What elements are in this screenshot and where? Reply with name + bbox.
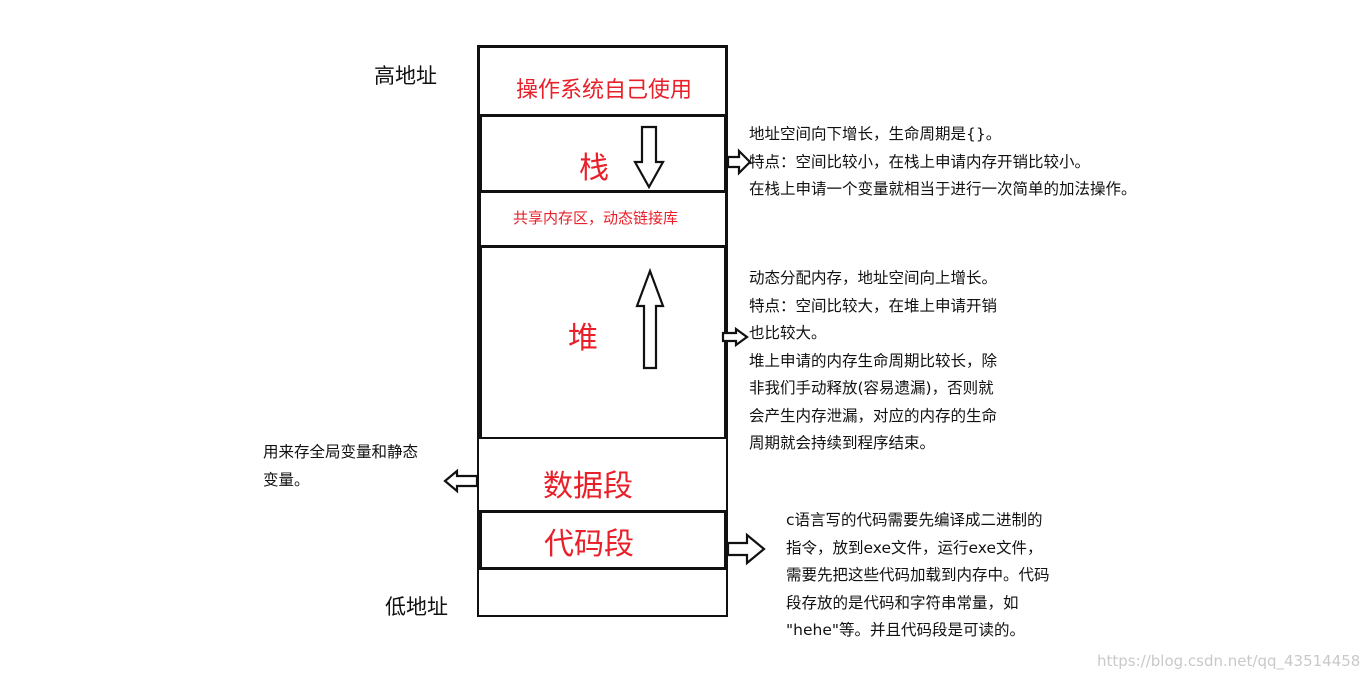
high-address-label: 高地址 [374, 64, 437, 88]
note-line: 需要先把这些代码加载到内存中。代码 [786, 566, 1050, 584]
code-segment-label: 代码段 [544, 527, 634, 562]
os-segment: 操作系统自己使用 [477, 45, 728, 117]
note-line: 用来存全局变量和静态 [263, 443, 419, 461]
note-line: 段存放的是代码和字符串常量，如 [786, 593, 1019, 612]
data-segment: 数据段 [477, 437, 728, 513]
note-line: 也比较大。 [749, 324, 827, 342]
note-line: 堆上申请的内存生命周期比较长，除 [749, 351, 998, 370]
os-segment-label: 操作系统自己使用 [516, 78, 693, 103]
data-segment-label: 数据段 [543, 469, 633, 504]
stack-segment-label: 栈 [579, 151, 609, 186]
heap-segment: 堆 [479, 245, 727, 440]
heap-note-right-arrow-icon [721, 326, 749, 348]
stack-note: 地址空间向下增长，生命周期是{}。 特点：空间比较小，在栈上申请内存开销比较小。… [749, 121, 1137, 204]
shared-memory-segment: 共享内存区，动态链接库 [479, 191, 727, 247]
note-line: "hehe"等。并且代码段是可读的。 [786, 621, 1025, 639]
low-empty-segment [477, 568, 728, 617]
stack-growth-down-arrow-icon [633, 125, 665, 190]
note-line: 动态分配内存，地址空间向上增长。 [749, 269, 998, 287]
code-note: c语言写的代码需要先编译成二进制的 指令，放到exe文件，运行exe文件， 需要… [786, 507, 1050, 645]
shared-memory-segment-label: 共享内存区，动态链接库 [513, 209, 679, 227]
data-note: 用来存全局变量和静态 变量。 [263, 439, 418, 494]
heap-segment-label: 堆 [568, 321, 598, 356]
data-note-left-arrow-icon [443, 468, 479, 494]
note-line: c语言写的代码需要先编译成二进制的 [786, 511, 1043, 529]
watermark: https://blog.csdn.net/qq_43514458 [1097, 652, 1360, 670]
note-line: 会产生内存泄漏，对应的内存的生命 [749, 406, 998, 425]
low-address-label: 低地址 [385, 595, 448, 619]
note-line: 指令，放到exe文件，运行exe文件， [786, 538, 1043, 557]
note-line: 在栈上申请一个变量就相当于进行一次简单的加法操作。 [749, 180, 1137, 198]
stack-segment: 栈 [479, 114, 727, 193]
code-segment: 代码段 [479, 510, 727, 570]
note-line: 特点：空间比较小，在栈上申请内存开销比较小。 [749, 152, 1091, 171]
note-line: 非我们手动释放(容易遗漏)，否则就 [749, 379, 994, 397]
note-line: 周期就会持续到程序结束。 [749, 434, 936, 452]
heap-note: 动态分配内存，地址空间向上增长。 特点：空间比较大，在堆上申请开销 也比较大。 … [749, 265, 997, 458]
note-line: 特点：空间比较大，在堆上申请开销 [749, 296, 998, 315]
note-line: 地址空间向下增长，生命周期是{}。 [749, 125, 1002, 143]
code-note-right-arrow-icon [726, 532, 766, 566]
heap-growth-up-arrow-icon [635, 267, 665, 370]
note-line: 变量。 [263, 470, 310, 489]
stack-note-right-arrow-icon [726, 148, 752, 176]
